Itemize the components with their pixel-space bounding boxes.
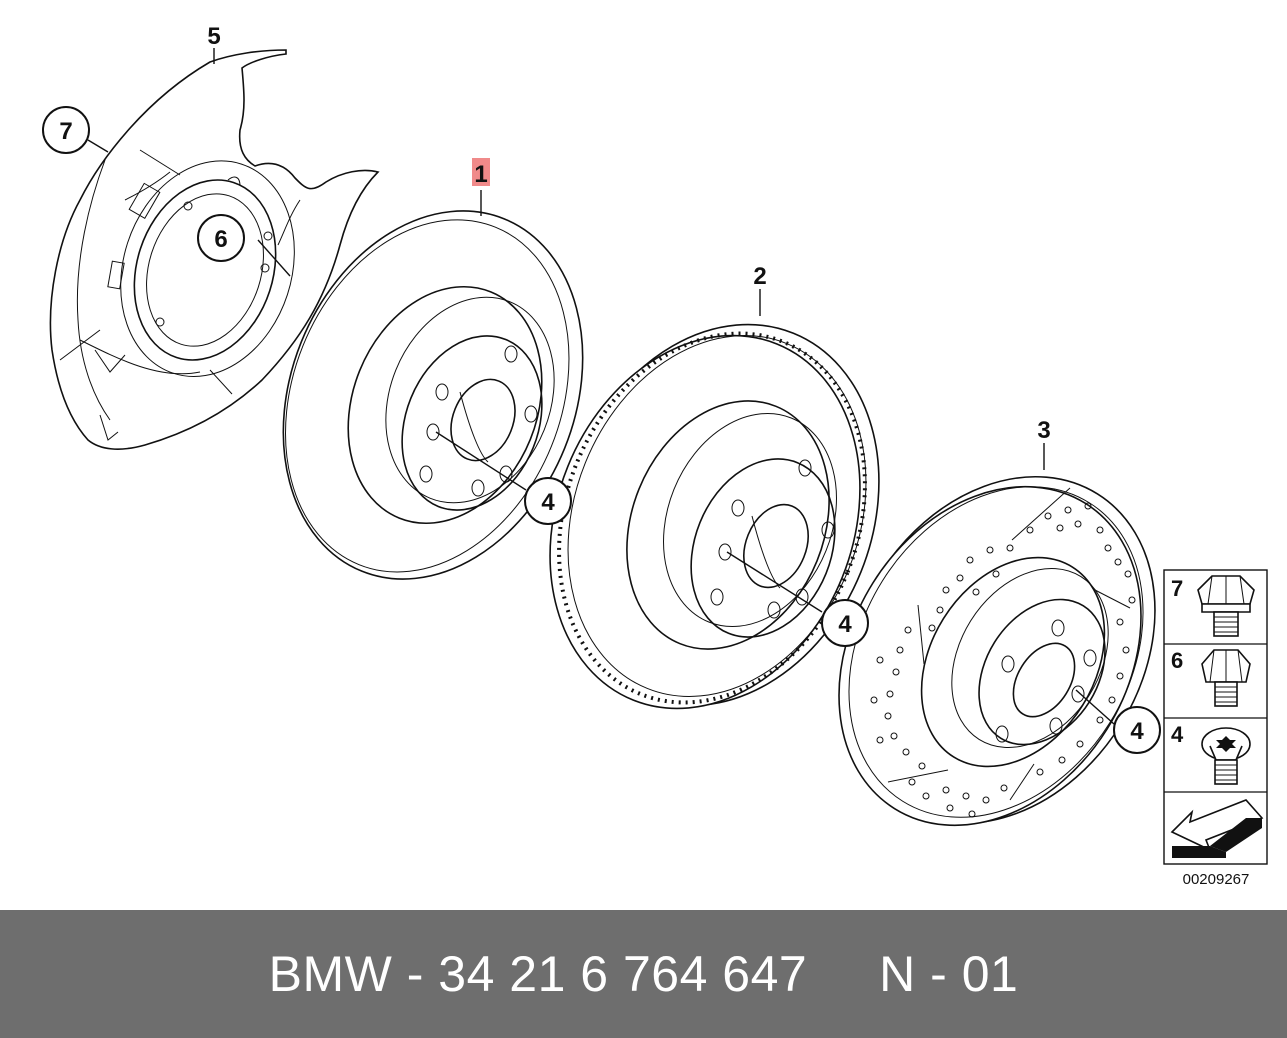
legend-num-4: 4	[1171, 722, 1184, 747]
callout-7: 7	[42, 106, 90, 154]
brake-disc-rear-drawing	[282, 210, 584, 580]
legend-panel: 7 6 4	[1163, 569, 1268, 865]
legend-row-6: 6	[1171, 648, 1251, 707]
callout-5: 5	[207, 23, 220, 50]
footer-bar: BMW - 34 21 6 764 647 N - 01	[0, 910, 1287, 1038]
hex-bolt-icon	[1201, 649, 1251, 707]
callout-3-label: 3	[1037, 417, 1050, 444]
parts-diagram: 5 7 6 1 2 3 4 4 4 7	[42, 23, 1268, 888]
legend-num-6: 6	[1171, 648, 1183, 673]
highlight-box	[472, 158, 490, 186]
callout-1-label: 1	[474, 161, 487, 188]
document-number: 00209267	[1183, 871, 1250, 888]
torx-screw-icon	[1201, 727, 1251, 785]
callout-3: 3	[1037, 417, 1050, 444]
callout-6: 6	[197, 214, 245, 262]
legend-num-7: 7	[1171, 576, 1183, 601]
part-number-caption: BMW - 34 21 6 764 647 N - 01	[268, 946, 1019, 1002]
callout-7-label: 7	[59, 118, 72, 145]
legend-row-4: 4	[1171, 722, 1251, 785]
callout-4-vented: 4	[821, 599, 869, 647]
brake-disc-vented-drawing	[549, 323, 880, 710]
hex-bolt-flange-icon	[1197, 575, 1255, 637]
callout-2-label: 2	[753, 263, 766, 290]
brake-disc-sport-drawing	[838, 475, 1156, 827]
callout-5-label: 5	[207, 23, 220, 50]
callout-4-rear: 4	[524, 477, 572, 525]
callout-1: 1	[472, 158, 490, 188]
callout-4-rear-label: 4	[541, 489, 555, 516]
nav-arrow-icon	[1170, 799, 1264, 858]
callout-2: 2	[753, 263, 766, 290]
leader-lines	[87, 48, 1115, 725]
legend-row-7: 7	[1171, 575, 1255, 637]
callout-6-label: 6	[214, 226, 227, 253]
callout-4-vented-label: 4	[838, 611, 852, 638]
callout-4-sport-label: 4	[1130, 718, 1144, 745]
callout-4-sport: 4	[1113, 706, 1161, 754]
